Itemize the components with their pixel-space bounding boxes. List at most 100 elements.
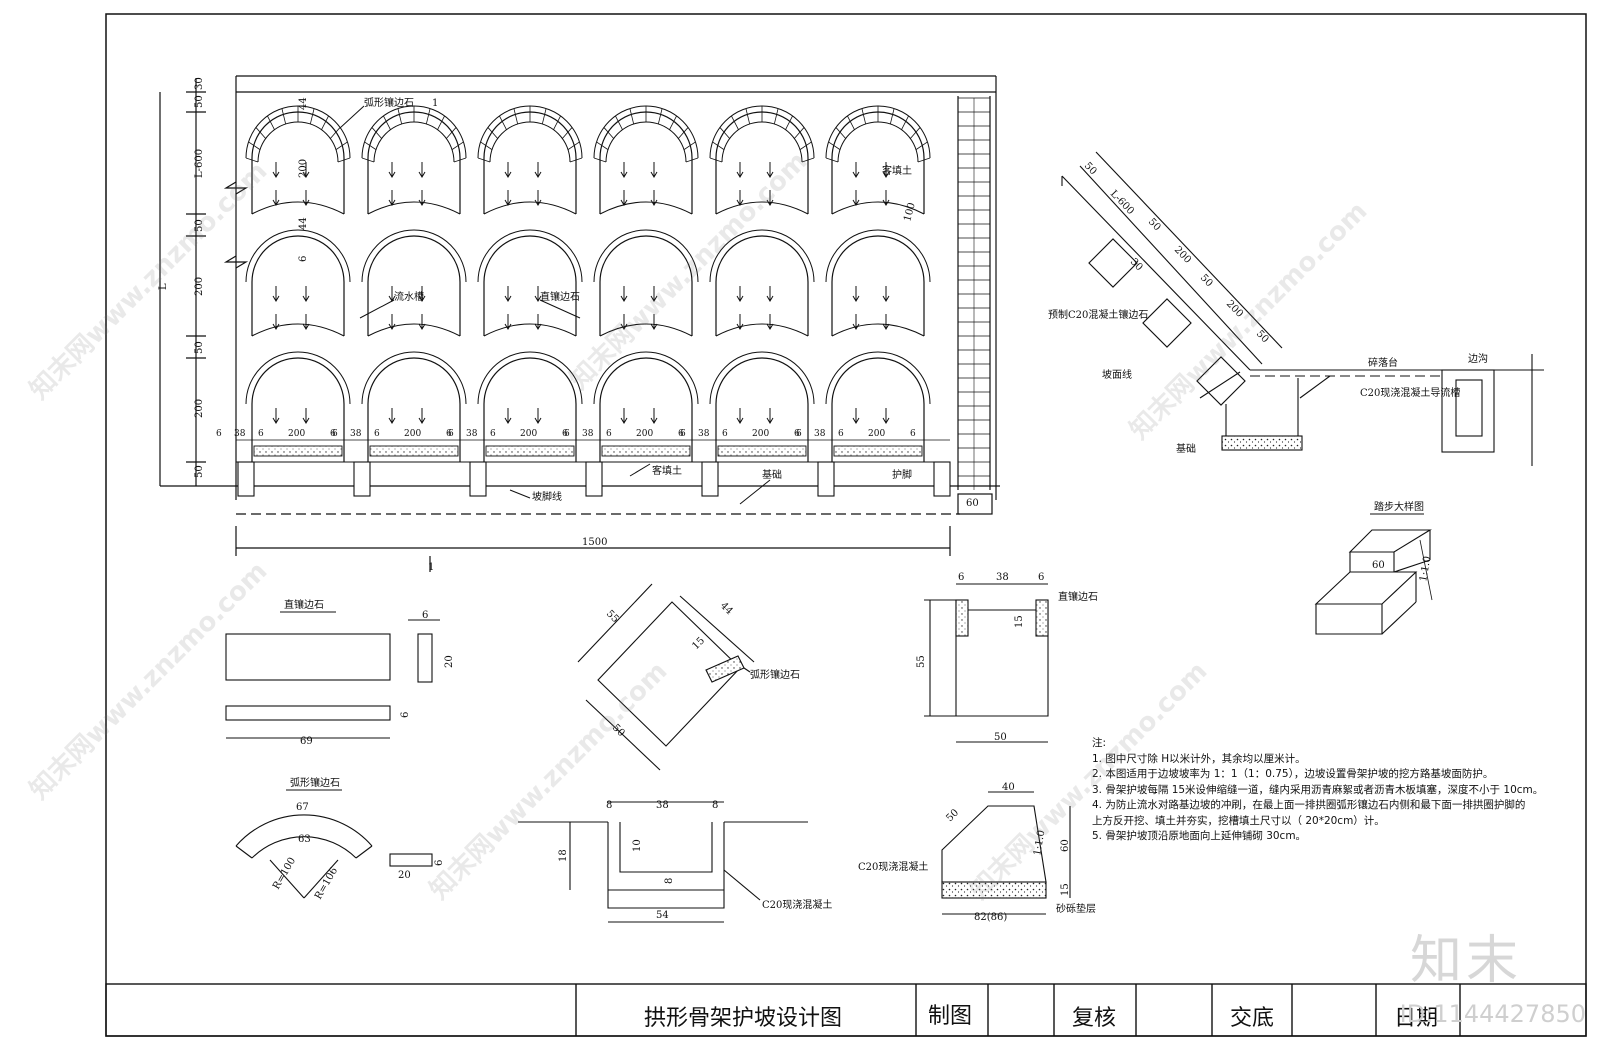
flow-arrow-head [504,171,512,178]
arch-outer-ring [825,229,931,283]
flow-arrow-head [852,295,860,302]
arch-stone-joint [309,108,315,125]
drawn-by-label: 制图 [928,1004,973,1029]
dim-bottom-6-right: 6 [910,429,916,439]
dim-bottom-6-inner: 6 [258,429,264,439]
u-section-labels: 38 6 6 55 15 50 直镶边石 [916,572,1098,743]
arch-stone-joint [917,157,931,163]
steps-ratio: 1:1.0 [1418,555,1433,582]
arch-stone-joint [794,127,805,139]
arch-frame [831,357,925,462]
diamond-detail [577,583,755,771]
label-drain-channel: 流水槽 [394,290,424,303]
elevation-view [159,75,1000,572]
arch-outer-ring [477,351,583,405]
toe-brick-band [833,445,923,457]
arch-stone-joint [712,141,725,150]
arch-stone-joint [901,115,909,130]
u-6-left: 6 [958,572,964,583]
notes-heading: 注: [1092,737,1107,749]
foot-15: 15 [1060,883,1071,896]
foot-bed: 砂砾垫层 [1056,902,1096,915]
dim-bottom-38: 38 [466,429,478,439]
flow-arrow-head [272,417,280,424]
arch-inner-ring [373,121,455,163]
flow-arrow-head [302,199,310,206]
arch-bottom-curve [367,201,461,215]
flow-arrow-head [882,171,890,178]
arch-stone-joint [593,157,607,163]
channel-8-left: 8 [606,800,612,811]
flow-arrow-head [620,417,628,424]
section-slope-line: 坡面线 [1102,368,1132,381]
flow-arrow-head [650,417,658,424]
section-d200-b: 200 [1224,298,1245,319]
dim-bottom-6-left: 6 [796,429,802,439]
arch-stone-joint [773,108,779,125]
dim-bottom-6-inner: 6 [722,429,728,439]
arch-frame [715,111,809,214]
section-labels: 预制C20混凝土镶边石 坡面线 碎落台 边沟 C20现浇混凝土导流槽 基础 50… [1048,160,1488,455]
arch-stone-joint [915,141,928,150]
arch-inner-ring [489,121,571,163]
arch-outer-ring [825,351,931,405]
arch-stone-joint [678,127,689,139]
flow-arrow-head [418,323,426,330]
arch-stone-joint [861,108,867,125]
flow-arrow-head [388,199,396,206]
arch-frame [483,357,577,462]
section-d50-d: 50 [1254,328,1271,345]
dim-bottom-6-left: 6 [564,429,570,439]
toe-brick-band [485,445,575,457]
drawing-title: 拱形骨架护坡设计图 [644,1006,843,1031]
foot-50: 50 [944,807,961,824]
arch-inner-ring [605,121,687,163]
dim-arch-44-a: 44 [298,97,309,110]
steps-labels: 踏步大样图 60 1:1.0 [1370,500,1433,583]
flow-arrow-head [504,199,512,206]
arch-stone-joint [569,157,583,163]
flow-arrow-head [882,199,890,206]
u-50: 50 [994,732,1007,743]
arch-outer-ring [593,351,699,405]
dim-left-200-b: 200 [194,399,205,418]
dim-bottom-6-right: 6 [678,429,684,439]
arch-frame [367,235,461,336]
label-section-mark-top: 1 [432,98,438,109]
foot-ratio: 1:1.0 [1032,829,1047,856]
arch-stone-joint [255,127,266,139]
flow-arrow-head [534,171,542,178]
arch-stone-joint [685,157,699,163]
title-block-frame [105,983,1587,1037]
section-cast-channel: C20现浇混凝土导流槽 [1360,386,1460,399]
steps-detail [1314,529,1433,635]
arch-outer-ring [361,351,467,405]
arch-frame [831,235,925,336]
elevation-labels: 弧形镶边石 1 流水槽 直镶边石 客填土 客填土 基础 护脚 坡脚线 1500 … [158,77,979,573]
arch-outer-ring [709,351,815,405]
flow-arrow-head [852,171,860,178]
dim-bottom-200: 200 [752,429,769,439]
arc-stone-t: 6 [434,860,445,866]
arch-stone-joint [513,108,519,125]
section-platform: 碎落台 [1368,356,1398,369]
dim-bottom-6-left: 6 [448,429,454,439]
channel-label: C20现浇混凝土 [762,898,832,911]
channel-10: 10 [632,839,643,852]
arch-stone-joint [799,141,812,150]
flow-arrow-head [620,323,628,330]
arch-stone-joint [847,115,855,130]
arch-outer-ring [593,229,699,283]
flow-arrow-head [302,417,310,424]
toe-post [353,461,371,497]
dim-bottom-6-right: 6 [794,429,800,439]
arch-stone-joint [267,115,275,130]
arch-stone-joint [337,157,351,163]
arch-frame [715,235,809,336]
arc-stone-labels: 弧形镶边石 67 63 R=100 R=106 20 6 [271,776,445,902]
arch-bottom-curve [367,323,461,337]
foot-base: 82(86) [974,912,1007,923]
flow-arrow-head [534,295,542,302]
dim-bottom-38: 38 [814,429,826,439]
arch-frame [251,235,345,336]
